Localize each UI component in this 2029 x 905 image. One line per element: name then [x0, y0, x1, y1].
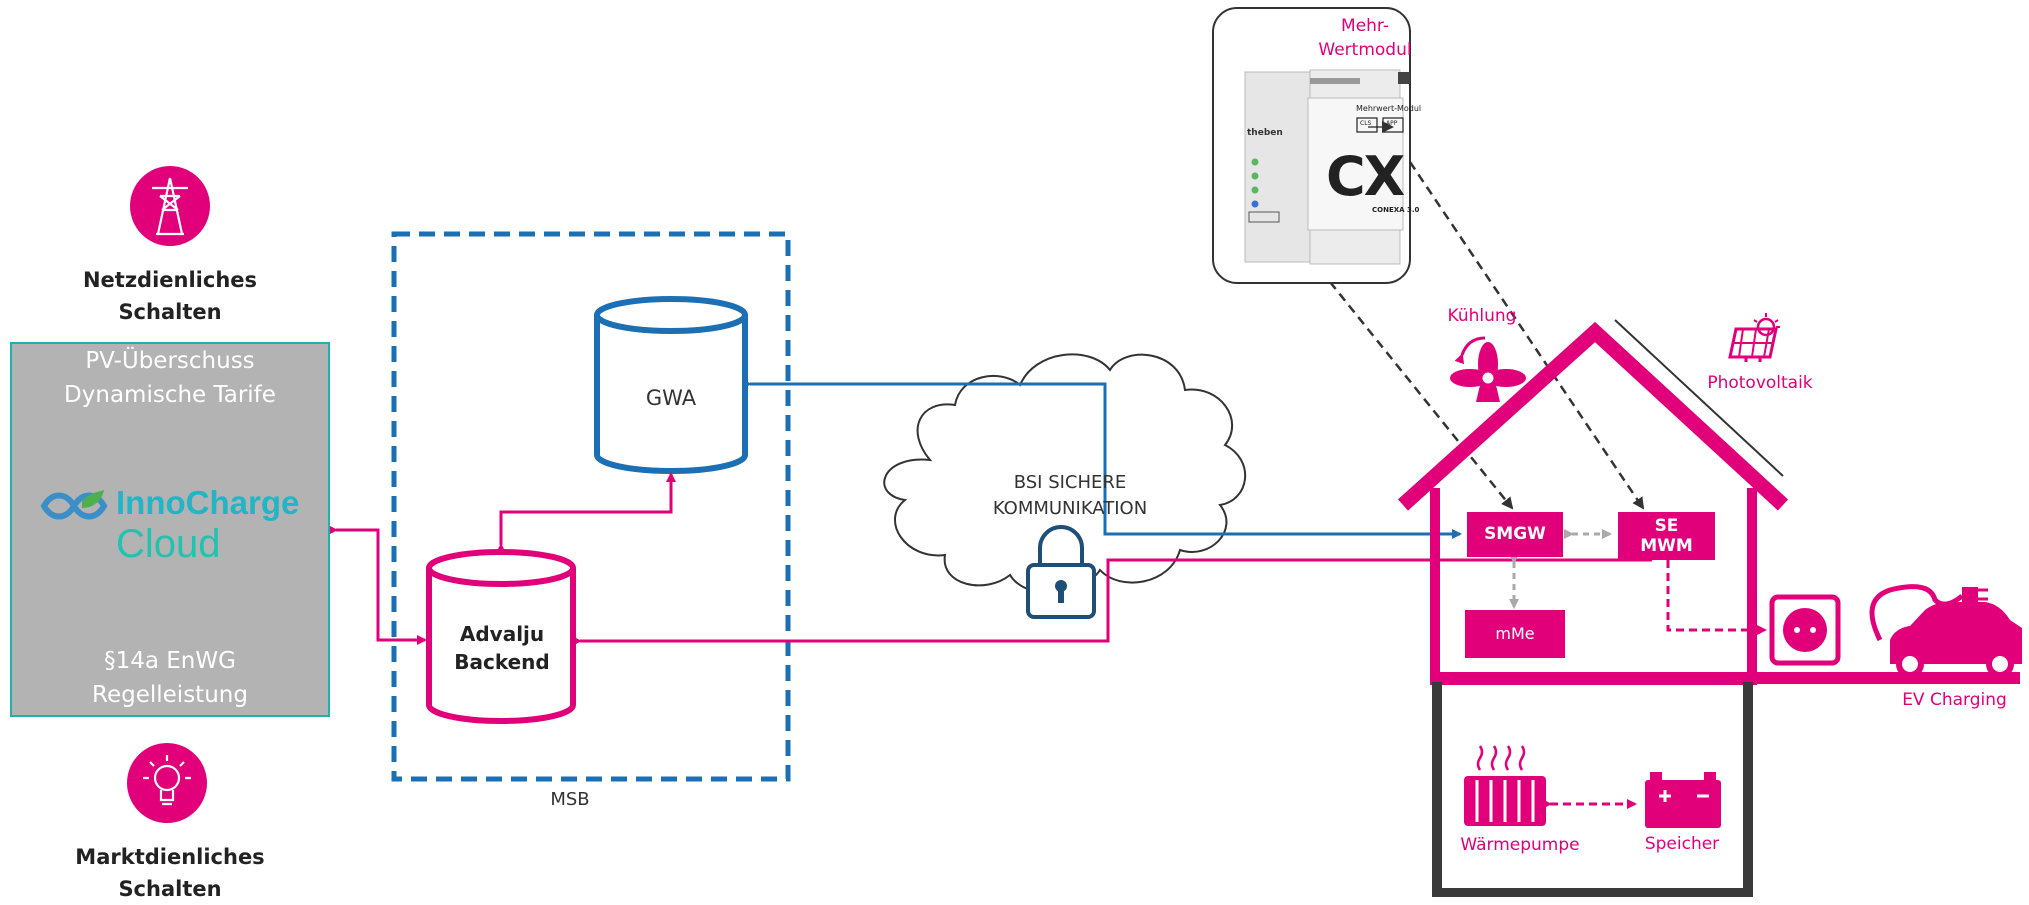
- innocharge-panel: PV-Überschuss Dynamische Tarife InnoChar…: [10, 342, 330, 717]
- gwa-label: GWA: [645, 386, 697, 410]
- module-title: Mehr- Wertmodul: [1300, 14, 1430, 62]
- heat-pump-label: Wärmepumpe: [1460, 835, 1580, 855]
- innocharge-logo: InnoCharge Cloud: [38, 482, 308, 572]
- power-tower-icon: [130, 166, 210, 246]
- se-mwm-line2: MWM: [1640, 536, 1693, 556]
- photovoltaic-label: Photovoltaik: [1707, 373, 1813, 393]
- backend-label: Advalju Backend: [432, 620, 572, 676]
- pv-surplus-text: PV-Überschuss: [85, 348, 255, 374]
- backend-label-line2: Backend: [454, 650, 550, 674]
- innocharge-logo-mark-icon: [40, 490, 108, 520]
- gwa-database: [594, 296, 748, 474]
- backend-label-line1: Advalju: [459, 622, 545, 646]
- market-switching-line1: Marktdienliches: [75, 845, 265, 869]
- se-mwm-line1: SE: [1654, 516, 1679, 536]
- link-module-semwm: [1408, 161, 1645, 510]
- cloud-wordmark: Cloud: [116, 522, 221, 566]
- device-app-label: APP: [1386, 120, 1398, 127]
- module-title-line1: Mehr-: [1341, 16, 1389, 36]
- module-title-line2: Wertmodul: [1318, 40, 1412, 60]
- bsi-label-line2: KOMMUNIKATION: [992, 498, 1148, 519]
- conexa-device-image: [1244, 69, 1410, 265]
- innocharge-wordmark: InnoCharge: [116, 484, 300, 521]
- fan-icon: [1450, 336, 1526, 402]
- msb-label: MSB: [550, 789, 590, 810]
- link-semwm-socket: [1663, 552, 1767, 635]
- grid-switching-line1: Netzdienliches: [82, 268, 258, 292]
- se-mwm-box: SE MWM: [1618, 512, 1715, 560]
- storage-label: Speicher: [1644, 834, 1720, 854]
- link-backend-semwm: [572, 558, 1620, 646]
- device-mehrwert-label: Mehrwert-Modul: [1356, 104, 1422, 113]
- device-cx-label: CX: [1326, 145, 1405, 208]
- battery-icon: [1645, 772, 1721, 828]
- device-conexa-label: CONEXA 3.0: [1372, 206, 1420, 214]
- lightbulb-icon: [127, 743, 207, 823]
- socket-icon: [1769, 594, 1841, 666]
- solar-panel-icon: [1728, 313, 1780, 362]
- bsi-label-line1: BSI SICHERE: [1013, 472, 1127, 493]
- device-cls-label: CLS: [1360, 120, 1372, 127]
- msb-boundary: [391, 231, 791, 782]
- dynamic-tariffs-text: Dynamische Tarife: [64, 382, 276, 408]
- link-module-smgw: [1329, 281, 1514, 510]
- grid-switching-label: Netzdienliches Schalten: [40, 264, 300, 328]
- ev-car-icon: [1869, 584, 2022, 678]
- backend-database: [426, 549, 576, 724]
- control-reserve-text: Regelleistung: [92, 682, 248, 708]
- grid-switching-line2: Schalten: [118, 300, 222, 324]
- enwg-text: §14a EnWG: [104, 648, 236, 674]
- smgw-box: SMGW: [1467, 512, 1563, 557]
- device-brand: theben: [1247, 128, 1283, 138]
- ev-charging-label: EV Charging: [1902, 690, 2007, 710]
- market-switching-line2: Schalten: [118, 877, 222, 901]
- link-cloud-backend: [328, 525, 427, 645]
- market-switching-label: Marktdienliches Schalten: [40, 841, 300, 905]
- cooling-label: Kühlung: [1447, 306, 1517, 326]
- link-gwa-smgw: [742, 379, 1462, 539]
- radiator-icon: [1464, 745, 1546, 826]
- mme-box: mMe: [1465, 610, 1565, 658]
- bsi-label: BSI SICHERE KOMMUNIKATION: [960, 470, 1180, 522]
- link-backend-gwa: [496, 472, 676, 553]
